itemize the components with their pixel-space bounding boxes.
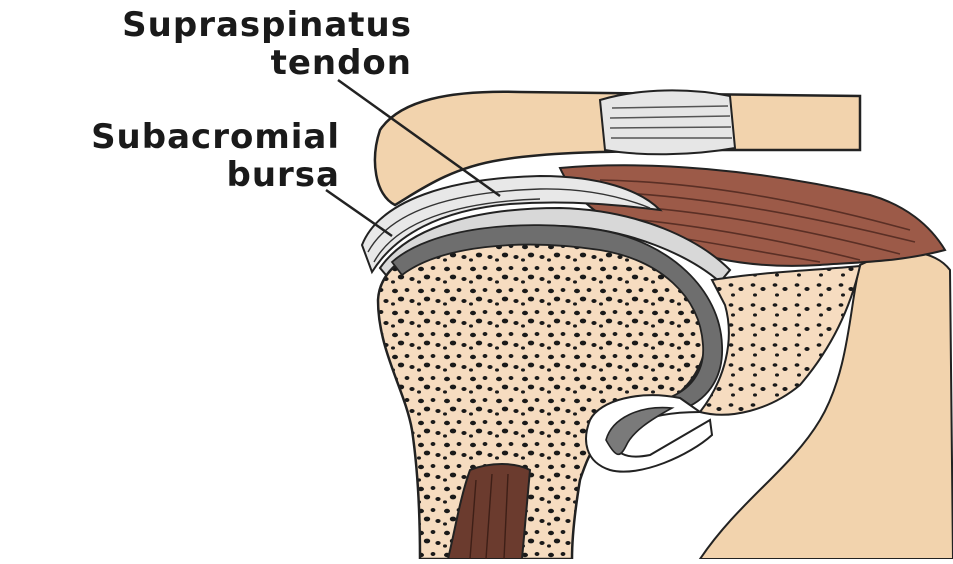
- supraspinatus-tendon-label: Supraspinatus tendon: [0, 6, 412, 82]
- bursa-leader-line: [326, 190, 392, 236]
- subacromial-bursa-label: Subacromial bursa: [0, 118, 340, 194]
- acromioclavicular-ligament: [600, 90, 735, 154]
- supraspinatus-label-line1: Supraspinatus: [0, 6, 412, 44]
- supraspinatus-label-line2: tendon: [0, 44, 412, 82]
- bursa-label-line2: bursa: [0, 156, 340, 194]
- bursa-label-line1: Subacromial: [0, 118, 340, 156]
- joint-capsule: [586, 395, 712, 471]
